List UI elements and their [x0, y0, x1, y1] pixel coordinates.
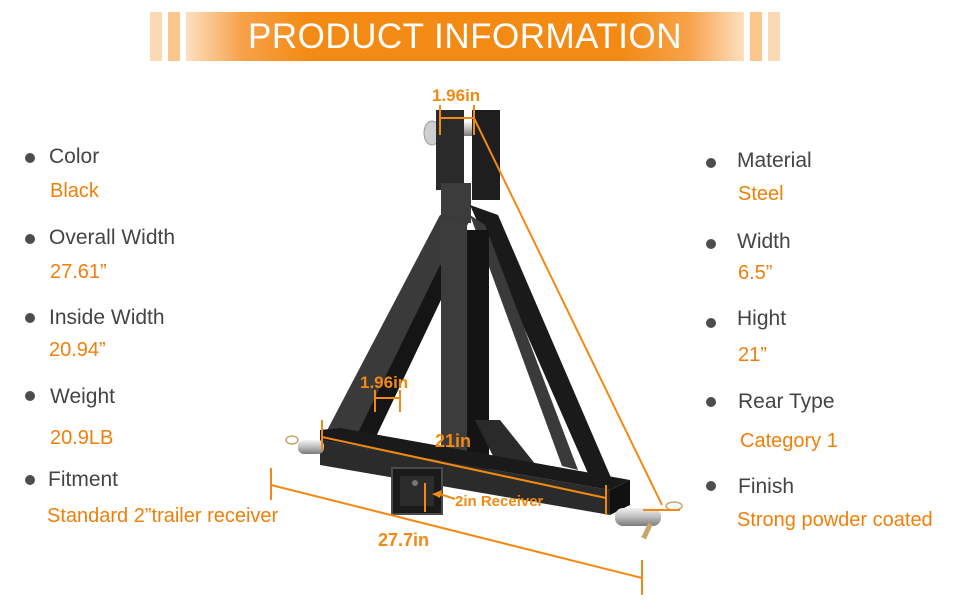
crossbar-end	[610, 480, 630, 515]
center-tube	[441, 220, 467, 470]
bullet-icon	[706, 397, 716, 407]
spec-label: Color	[49, 145, 100, 168]
dim-overall-length: 27.7in	[378, 530, 429, 550]
dim-receiver: 2in Receiver	[455, 493, 544, 510]
spec-label: Inside Width	[49, 306, 165, 329]
page-title: PRODUCT INFORMATION	[247, 16, 683, 56]
center-tube-side	[467, 230, 489, 470]
spec-value: Steel	[738, 183, 784, 205]
dim-inner-length: 21in	[435, 431, 471, 451]
gusset	[475, 420, 540, 470]
bullet-icon	[706, 239, 716, 249]
left-leg	[322, 215, 470, 445]
banner-stripe	[168, 12, 180, 61]
spec-label: Weight	[50, 385, 115, 408]
spec-label: Rear Type	[738, 390, 835, 413]
header-banner: PRODUCT INFORMATION	[150, 12, 780, 61]
spec-label: Material	[737, 149, 812, 172]
spec-value: Black	[50, 180, 99, 202]
spec-value: Strong powder coated	[737, 509, 933, 531]
spec-value: Category 1	[740, 430, 838, 452]
banner-stripe	[768, 12, 780, 61]
banner-stripe	[150, 12, 162, 61]
bullet-icon	[706, 318, 716, 328]
spec-label: Finish	[738, 475, 795, 498]
spec-label: Width	[737, 230, 791, 253]
spec-value: 20.94”	[49, 339, 106, 361]
bullet-icon	[706, 158, 716, 168]
banner-stripe	[750, 12, 762, 61]
receiver-arrow-icon	[432, 490, 442, 498]
right-leg-face	[470, 215, 578, 470]
spec-value: 6.5”	[738, 262, 773, 284]
bullet-icon	[25, 153, 35, 163]
dim-top-width: 1.96in	[432, 86, 480, 105]
banner-bar: PRODUCT INFORMATION	[186, 12, 744, 61]
bullet-icon	[25, 313, 35, 323]
dimension-lines	[270, 105, 680, 595]
receiver-arrow-line	[439, 493, 456, 500]
spec-value: 21”	[738, 344, 767, 366]
spec-value: Standard 2”trailer receiver	[47, 505, 279, 527]
bullet-icon	[25, 475, 35, 485]
crossbar-front	[320, 440, 610, 515]
spec-label: Fitment	[48, 468, 119, 491]
crossbar-top	[320, 428, 630, 490]
spec-value: 27.61”	[50, 261, 107, 283]
receiver-tube	[391, 467, 443, 515]
right-side-pin	[615, 501, 683, 540]
bullet-icon	[25, 391, 35, 401]
spec-label: Hight	[737, 307, 787, 330]
right-leg	[470, 205, 612, 480]
dim-tube-width: 1.96in	[360, 373, 408, 392]
spec-label: Overall Width	[49, 226, 176, 249]
bullet-icon	[706, 481, 716, 491]
bullet-icon	[25, 234, 35, 244]
left-side-pin	[285, 435, 324, 454]
spec-value: 20.9LB	[50, 427, 114, 449]
